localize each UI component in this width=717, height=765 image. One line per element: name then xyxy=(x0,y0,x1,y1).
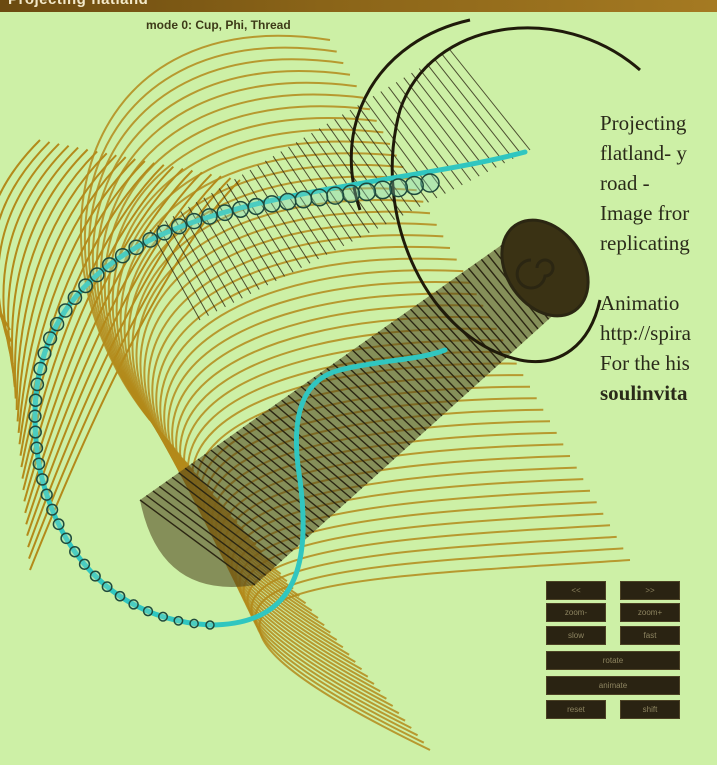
thread-bead xyxy=(233,202,249,218)
ctl-zoom-out-button[interactable]: zoom- xyxy=(546,603,606,622)
thread-bead xyxy=(30,426,42,438)
thread-bead xyxy=(327,187,344,204)
thread-bead xyxy=(68,291,81,304)
thread-bead xyxy=(31,442,42,453)
thread-bead xyxy=(30,394,42,406)
thread-bead xyxy=(206,621,214,629)
cylinder-hatch xyxy=(435,59,513,159)
caption-line-8: For the his xyxy=(600,348,717,378)
cylinder-hatch xyxy=(327,124,395,220)
thread-bead xyxy=(44,332,57,345)
caption-text: Projecting flatland- y road - Image fror… xyxy=(600,108,717,408)
cylinder-hatch xyxy=(404,78,479,177)
thread-bead xyxy=(172,219,187,234)
caption-line-7[interactable]: http://spira xyxy=(600,318,717,348)
thread-bead xyxy=(47,504,58,515)
caption-line-3: road - xyxy=(600,168,717,198)
thread-bead xyxy=(129,600,138,609)
cylinder-hatch xyxy=(235,179,294,272)
thread-bead xyxy=(421,174,439,192)
ctl-animate-button[interactable]: animate xyxy=(546,676,680,695)
cylinder-hatch xyxy=(150,230,200,320)
ctl-rotate-button[interactable]: rotate xyxy=(546,651,680,670)
thread-bead xyxy=(80,559,90,569)
ctl-fast-button[interactable]: fast xyxy=(620,626,680,645)
thread-bead xyxy=(157,225,172,240)
ctl-next-button[interactable]: >> xyxy=(620,581,680,600)
thread-bead xyxy=(143,233,157,247)
thread-bead xyxy=(79,279,92,292)
thread-bead xyxy=(116,249,130,263)
thread-bead xyxy=(280,194,296,210)
thread-bead xyxy=(29,410,41,422)
ctl-prev-button[interactable]: << xyxy=(546,581,606,600)
caption-line-2: flatland- y xyxy=(600,138,717,168)
caption-line-4: Image fror xyxy=(600,198,717,228)
thread-bead xyxy=(390,179,408,197)
thread-bead xyxy=(103,258,117,272)
thread-bead xyxy=(51,318,64,331)
thread-bead xyxy=(217,205,232,220)
thread-bead xyxy=(311,189,328,206)
thread-bead xyxy=(37,474,48,485)
thread-bead xyxy=(187,214,202,229)
thread-bead xyxy=(31,378,43,390)
thread-bead xyxy=(190,619,198,627)
thread-bead xyxy=(295,191,311,207)
thread-bead xyxy=(144,607,153,616)
thread-bead xyxy=(358,183,375,200)
thread-bead xyxy=(129,240,143,254)
thread-bead xyxy=(343,185,360,202)
cylinder-hatch xyxy=(442,55,521,155)
caption-line-1: Projecting xyxy=(600,108,717,138)
thread-bead xyxy=(53,519,63,529)
caption-line-5: replicating xyxy=(600,228,717,258)
thread-bead xyxy=(61,533,71,543)
ctl-shift-button[interactable]: shift xyxy=(620,700,680,719)
thread-bead xyxy=(159,612,168,621)
thread-bead xyxy=(34,363,46,375)
thread-bead xyxy=(70,547,80,557)
ctl-reset-button[interactable]: reset xyxy=(546,700,606,719)
thread-bead xyxy=(374,181,391,198)
thread-bead xyxy=(115,592,124,601)
thread-bead xyxy=(90,268,104,282)
cylinder-hatch xyxy=(419,69,496,168)
thread-bead xyxy=(38,347,51,360)
caption-line-6: Animatio xyxy=(600,288,717,318)
ctl-slow-button[interactable]: slow xyxy=(546,626,606,645)
thread-bead xyxy=(33,458,44,469)
thread-bead xyxy=(405,177,423,195)
cylinder-hatch xyxy=(412,73,488,172)
ctl-zoom-in-button[interactable]: zoom+ xyxy=(620,603,680,622)
cylinder-hatch xyxy=(427,64,505,163)
thread-bead xyxy=(248,199,264,215)
thread-bead xyxy=(264,196,280,212)
thread-bead xyxy=(174,617,182,625)
thread-bead xyxy=(91,571,101,581)
cylinder-hatch xyxy=(450,50,530,150)
caption-bold-line: soulinvita xyxy=(600,378,717,408)
thread-bead xyxy=(41,489,52,500)
thread-bead xyxy=(59,304,72,317)
thread-bead xyxy=(102,582,111,591)
thread-bead xyxy=(202,209,217,224)
control-panel: << >> zoom- zoom+ slow fast rotate anima… xyxy=(546,581,680,721)
